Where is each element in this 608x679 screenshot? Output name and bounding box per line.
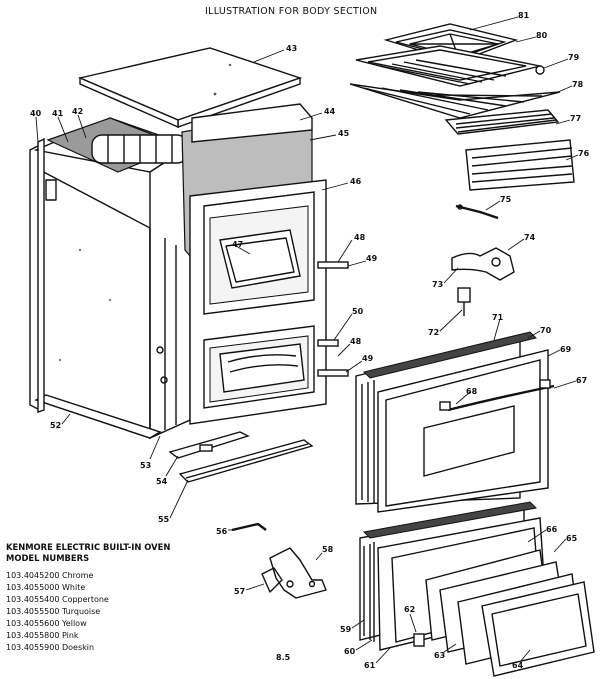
callout-64: 64	[512, 661, 524, 670]
callout-40: 40	[30, 109, 42, 118]
callout-66: 66	[546, 525, 558, 534]
callout-60: 60	[344, 647, 356, 656]
callout-50: 50	[352, 307, 364, 316]
callout-61: 61	[364, 661, 376, 670]
callout-74: 74	[524, 233, 536, 242]
callout-48-lower: 48	[350, 337, 362, 346]
callout-58: 58	[322, 545, 334, 554]
top-panel	[77, 47, 303, 129]
model-number-list: KENMORE ELECTRIC BUILT-IN OVEN MODEL NUM…	[6, 542, 170, 652]
oven-front-frame	[189, 179, 349, 425]
model-item: 103.4055000 White	[6, 583, 85, 592]
callout-73: 73	[432, 280, 443, 289]
callout-76: 76	[578, 149, 590, 158]
model-item: 103.4055600 Yellow	[6, 619, 87, 628]
callout-45: 45	[338, 129, 350, 138]
callout-70: 70	[540, 326, 552, 335]
model-item: 103.4055800 Pink	[6, 631, 79, 640]
callout-46: 46	[350, 177, 362, 186]
callout-57: 57	[234, 587, 245, 596]
callout-43: 43	[286, 44, 297, 53]
model-item: 103.4055400 Coppertone	[6, 595, 109, 604]
lower-oven-door	[359, 501, 595, 677]
callout-labels: 40 41 42 43 44 45 46 47 48 49 50 48 49 5…	[30, 11, 590, 670]
callout-67: 67	[576, 376, 587, 385]
callout-47: 47	[232, 240, 243, 249]
callout-49-upper: 49	[366, 254, 378, 263]
callout-leaders	[35, 16, 579, 664]
callout-80: 80	[536, 31, 548, 40]
callout-44: 44	[324, 107, 336, 116]
callout-55: 55	[158, 515, 170, 524]
callout-52: 52	[50, 421, 61, 430]
callout-63: 63	[434, 651, 445, 660]
door-latch-parts	[451, 204, 515, 316]
model-item: 103.4045200 Chrome	[6, 571, 93, 580]
callout-78: 78	[572, 80, 584, 89]
callout-42: 42	[72, 107, 83, 116]
bottom-rails	[168, 431, 314, 483]
footer-mark: 8.5	[276, 653, 291, 662]
callout-71: 71	[492, 313, 504, 322]
callout-62: 62	[404, 605, 415, 614]
callout-41: 41	[52, 109, 64, 118]
hinge-parts	[231, 522, 327, 599]
callout-56: 56	[216, 527, 228, 536]
callout-77: 77	[570, 114, 581, 123]
callout-49-lower: 49	[362, 354, 374, 363]
model-item: 103.4055500 Turquoise	[6, 607, 100, 616]
callout-81: 81	[518, 11, 530, 20]
callout-65: 65	[566, 534, 578, 543]
callout-59: 59	[340, 625, 352, 634]
callout-68: 68	[466, 387, 478, 396]
diagram-title: ILLUSTRATION FOR BODY SECTION	[205, 6, 377, 17]
model-heading-label: MODEL NUMBERS	[6, 553, 89, 563]
callout-72: 72	[428, 328, 439, 337]
callout-53: 53	[140, 461, 151, 470]
oven-cabinet	[29, 117, 192, 440]
vent-filter-assembly	[349, 23, 575, 191]
callout-69: 69	[560, 345, 572, 354]
callout-75: 75	[500, 195, 512, 204]
model-heading-brand: KENMORE ELECTRIC BUILT-IN OVEN	[6, 542, 170, 552]
upper-oven-door	[355, 331, 555, 513]
model-item: 103.4055900 Doeskin	[6, 643, 94, 652]
callout-79: 79	[568, 53, 580, 62]
callout-54: 54	[156, 477, 168, 486]
callout-48-upper: 48	[354, 233, 366, 242]
